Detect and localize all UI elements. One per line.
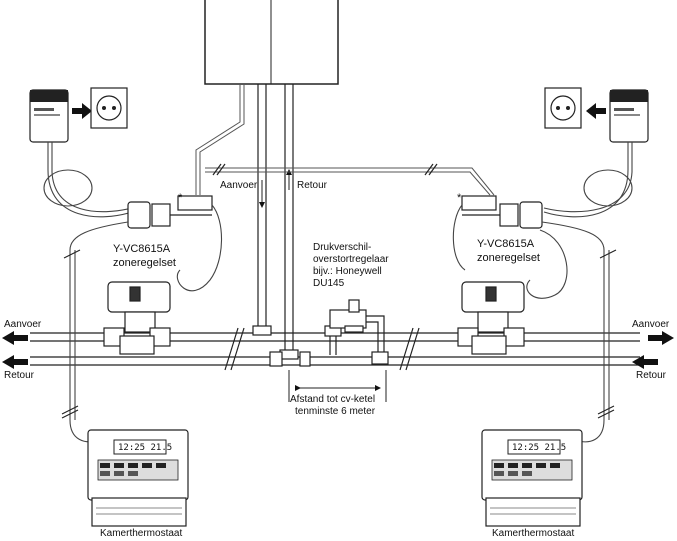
left-zone-connector <box>127 195 213 229</box>
center-aanvoer-label: Aanvoer <box>220 180 258 191</box>
boiler-pipes <box>257 84 294 355</box>
distance-label-1: Afstand tot cv-ketel <box>290 394 376 405</box>
wire-break-marks <box>61 249 617 419</box>
bypass-label-3: bijv.: Honeywell <box>313 266 382 277</box>
pipe-break-marks <box>212 163 438 371</box>
left-power-adapter <box>29 89 92 143</box>
left-thermostat <box>87 429 189 527</box>
zone-right-model: Y-VC8615A <box>477 238 535 250</box>
star-right: * <box>457 192 462 204</box>
bypass-valve-assembly <box>324 299 389 365</box>
zone-right-name: zoneregelset <box>477 252 540 264</box>
zone-left-name: zoneregelset <box>113 257 176 269</box>
distance-marker <box>288 370 387 402</box>
flow-arrows <box>2 331 674 369</box>
left-wall-socket <box>90 87 128 129</box>
boiler-cables <box>195 84 495 196</box>
thermostat-right-label: Kamerthermostaat <box>492 528 575 539</box>
left-retour-label: Retour <box>4 370 35 381</box>
bypass-label-1: Drukverschil- <box>313 242 372 253</box>
display-left: 12:25 21.5 <box>118 443 173 453</box>
bypass-label-4: DU145 <box>313 278 345 289</box>
right-wall-socket <box>544 87 582 129</box>
right-zone-valve <box>457 281 525 355</box>
star-left: * <box>178 192 183 204</box>
left-aanvoer-label: Aanvoer <box>4 319 42 330</box>
right-adapter-cable <box>543 142 633 218</box>
left-adapter-cable <box>43 142 133 218</box>
right-aanvoer-label: Aanvoer <box>632 319 670 330</box>
boiler-unit <box>204 0 339 85</box>
distance-label-2: tenminste 6 meter <box>295 406 376 417</box>
thermostat-left-label: Kamerthermostaat <box>100 528 183 539</box>
center-retour-label: Retour <box>297 180 328 191</box>
right-thermostat <box>481 429 583 527</box>
right-power-adapter <box>586 89 649 143</box>
right-retour-label: Retour <box>636 370 667 381</box>
display-right: 12:25 21.5 <box>512 443 567 453</box>
zone-left-model: Y-VC8615A <box>113 243 171 255</box>
bypass-label-2: overstortregelaar <box>313 254 389 265</box>
pipe-tees <box>252 325 311 367</box>
right-zone-connector <box>461 195 543 229</box>
left-zone-valve <box>103 281 171 355</box>
